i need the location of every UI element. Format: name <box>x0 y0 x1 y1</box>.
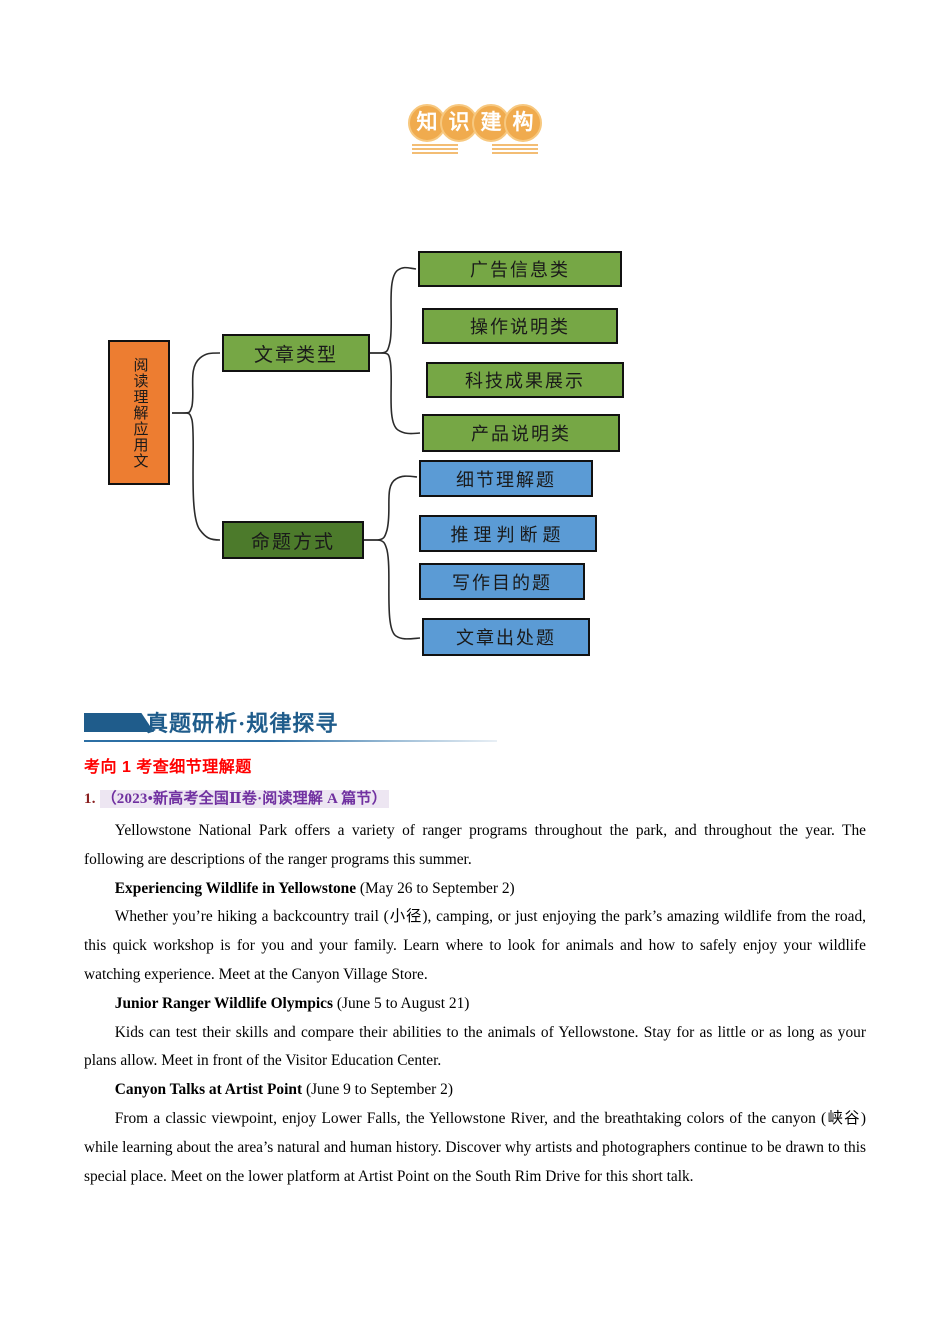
mindmap-leaf-purpose-question: 写作目的题 <box>419 563 585 600</box>
mindmap-branch-question-type: 命题方式 <box>222 521 364 559</box>
mindmap-leaf-ad-info: 广告信息类 <box>418 251 622 287</box>
knowledge-mindmap: 阅读理解应用文 文章类型 命题方式 广告信息类 操作说明类 科技成果展示 产品说… <box>0 230 950 670</box>
passage-run: From a classic viewpoint, enjoy Lower Fa… <box>84 1109 866 1185</box>
mindmap-branch-article-type: 文章类型 <box>222 334 370 372</box>
passage-paragraph: Kids can test their skills and compare t… <box>84 1019 866 1077</box>
passage-run: (June 9 to September 2) <box>302 1081 453 1099</box>
badge-char-4: 构 <box>504 104 542 142</box>
reading-passage: Yellowstone National Park offers a varie… <box>84 817 866 1191</box>
mindmap-leaf-source-question: 文章出处题 <box>422 618 590 656</box>
passage-paragraph: Experiencing Wildlife in Yellowstone (Ma… <box>84 875 866 904</box>
question-number: 1. <box>84 791 96 807</box>
exam-focus-label: 考向 1 考查细节理解题 <box>84 759 252 776</box>
program-title: Canyon Talks at Artist Point <box>114 1081 303 1099</box>
badge-underline-decoration <box>408 144 542 156</box>
badge-char-1: 知 <box>408 104 446 142</box>
passage-paragraph: Whether you’re hiking a backcountry trai… <box>84 903 866 989</box>
mindmap-leaf-product-manual: 产品说明类 <box>422 414 620 452</box>
section-divider <box>84 740 497 742</box>
section-header: 真题研析·规律探寻 <box>84 706 504 746</box>
knowledge-construction-badge: 知 识 建 构 <box>0 104 950 154</box>
mindmap-leaf-operation-manual: 操作说明类 <box>422 308 618 344</box>
badge-char-3: 建 <box>472 104 510 142</box>
mindmap-connectors <box>172 266 421 640</box>
passage-run: (June 5 to August 21) <box>333 994 470 1012</box>
program-title: Experiencing Wildlife in Yellowstone <box>114 879 357 897</box>
passage-run: Kids can test their skills and compare t… <box>84 1023 866 1070</box>
passage-run: Yellowstone National Park offers a varie… <box>84 822 866 868</box>
passage-paragraph: Yellowstone National Park offers a varie… <box>84 817 866 875</box>
section-title: 真题研析·规律探寻 <box>146 711 339 736</box>
badge-underline-right <box>492 144 538 156</box>
badge-circle-group: 知 识 建 构 <box>408 104 542 154</box>
passage-paragraph: From a classic viewpoint, enjoy Lower Fa… <box>84 1105 866 1191</box>
passage-run: Whether you’re hiking a backcountry trai… <box>84 908 866 983</box>
badge-char-2: 识 <box>440 104 478 142</box>
badge-underline-left <box>412 144 458 156</box>
section-flag-icon <box>84 713 154 732</box>
question-source-text: （2023•新高考全国Ⅱ卷·阅读理解 A 篇节） <box>99 790 389 808</box>
mindmap-root-node: 阅读理解应用文 <box>108 340 170 485</box>
mindmap-leaf-detail-question: 细节理解题 <box>419 460 593 497</box>
passage-paragraph: Canyon Talks at Artist Point (June 9 to … <box>84 1076 866 1105</box>
passage-run: (May 26 to September 2) <box>356 879 515 897</box>
mindmap-leaf-inference-question: 推理判断题 <box>419 515 597 552</box>
program-title: Junior Ranger Wildlife Olympics <box>114 994 334 1012</box>
question-source-line: 1. （2023•新高考全国Ⅱ卷·阅读理解 A 篇节） <box>84 787 389 808</box>
passage-paragraph: Junior Ranger Wildlife Olympics (June 5 … <box>84 990 866 1019</box>
mindmap-leaf-tech-achievement: 科技成果展示 <box>426 362 624 398</box>
